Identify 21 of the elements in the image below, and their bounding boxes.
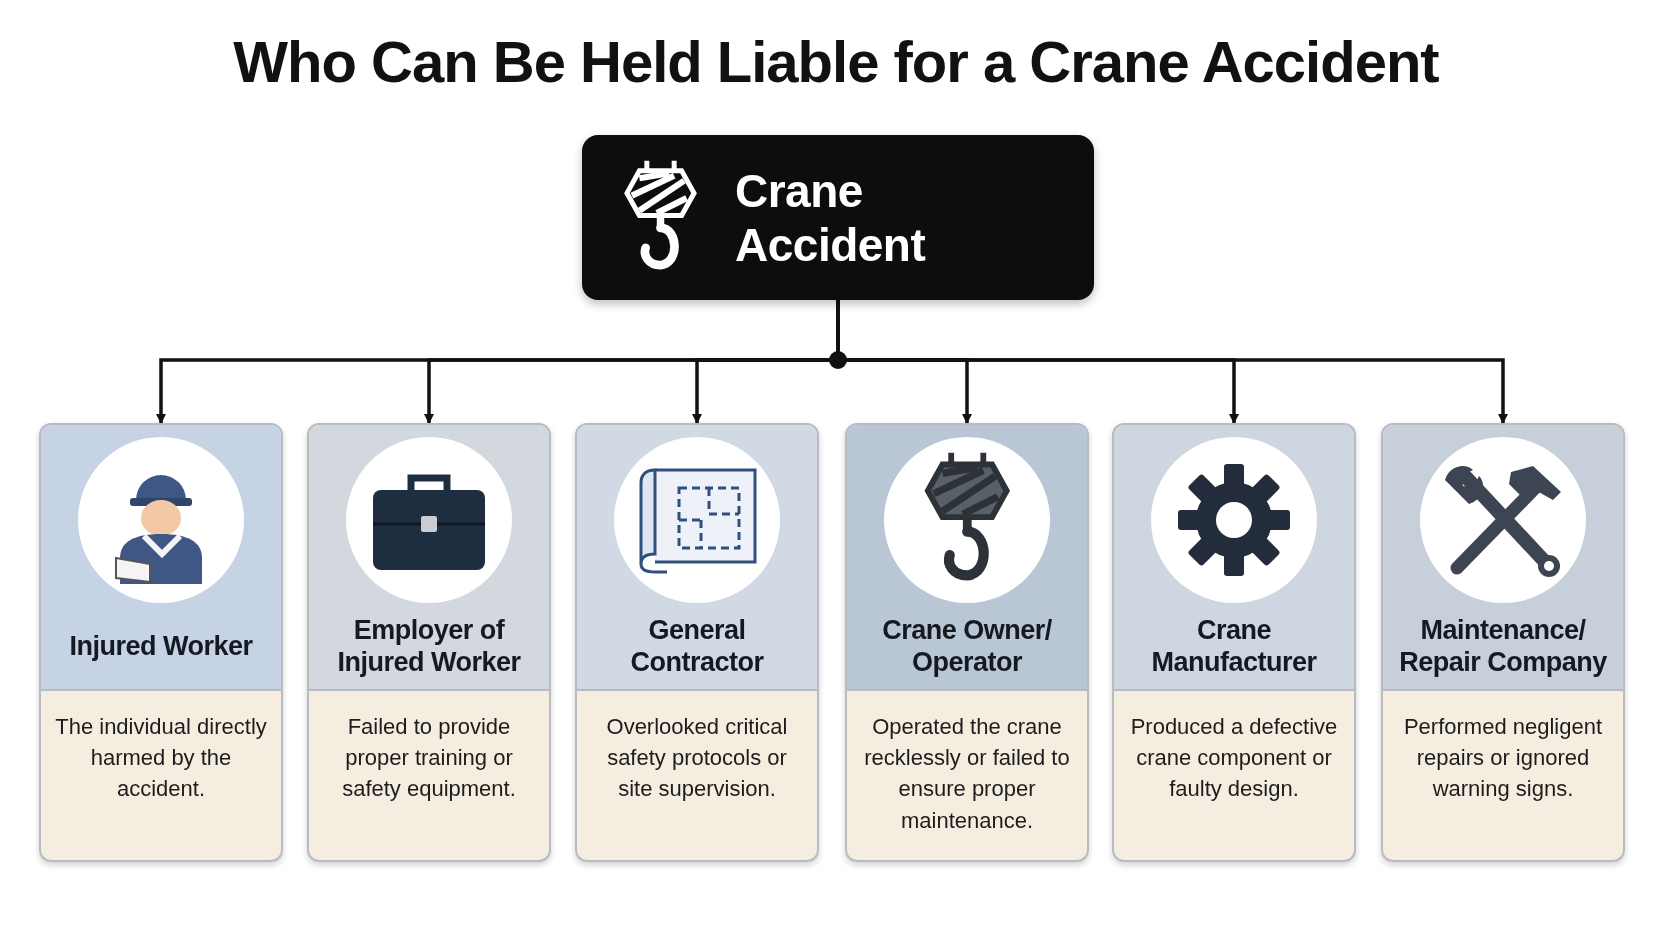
root-box (582, 135, 1094, 300)
party-card (1381, 423, 1625, 862)
card-description: Operated the crane recklessly or failed to ensure proper maintenance. (863, 713, 1071, 835)
card-description: The individual directly harmed by the accident. (54, 713, 268, 804)
card-heading: Crane Owner/ Operator (881, 613, 1053, 679)
card-heading: Employer of Injured Worker (336, 613, 522, 679)
card-heading: Injured Worker (69, 629, 253, 663)
party-card (575, 423, 819, 862)
card-heading: General Contractor (629, 613, 765, 679)
card-description: Performed negligent repairs or ignored warning signs. (1402, 713, 1604, 804)
party-card (1112, 423, 1356, 862)
card-description: Produced a defective crane component or faulty design. (1129, 713, 1339, 804)
card-heading: Crane Manufacturer (1150, 613, 1318, 679)
card-description: Failed to provide proper training or safety equipment. (341, 713, 517, 804)
party-card (39, 423, 283, 862)
party-card (845, 423, 1089, 862)
party-card (307, 423, 551, 862)
title: Who Can Be Held Liable for a Crane Accident (233, 28, 1439, 95)
root-label: Crane Accident (735, 163, 927, 272)
card-description: Overlooked critical safety protocols or site supervision. (605, 713, 789, 804)
card-heading: Maintenance/ Repair Company (1398, 613, 1608, 679)
